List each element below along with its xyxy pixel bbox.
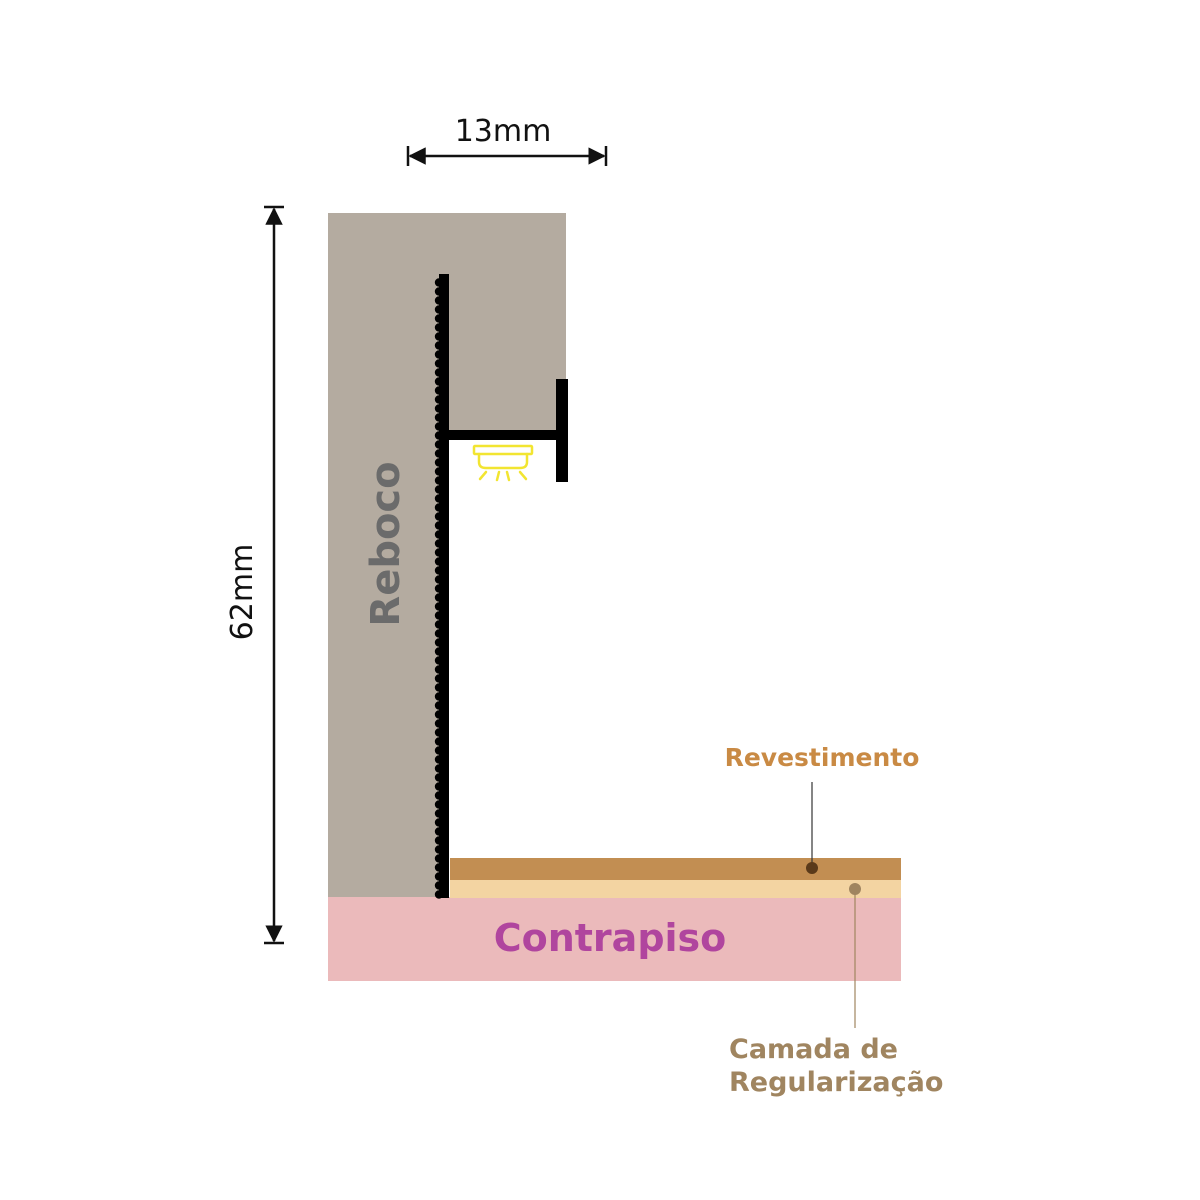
width-dimension: 13mm bbox=[406, 114, 608, 166]
width-dimension-label: 13mm bbox=[455, 114, 552, 149]
serration-tooth bbox=[434, 818, 444, 827]
serration-tooth bbox=[434, 863, 444, 872]
serration-tooth bbox=[434, 575, 444, 584]
serration-tooth bbox=[434, 764, 444, 773]
serration-tooth bbox=[434, 836, 444, 845]
serration-tooth bbox=[434, 800, 444, 809]
serration-tooth bbox=[434, 440, 444, 449]
regularizacao-label-line1: Camada de bbox=[729, 1034, 898, 1065]
serration-tooth bbox=[434, 377, 444, 386]
serration-tooth bbox=[434, 629, 444, 638]
serration-tooth bbox=[434, 305, 444, 314]
floor-layers bbox=[328, 858, 901, 981]
aluminium-profile bbox=[434, 274, 568, 899]
serration-tooth bbox=[434, 665, 444, 674]
serration-tooth bbox=[434, 728, 444, 737]
serration-tooth bbox=[434, 611, 444, 620]
revestimento-callout: Revestimento bbox=[725, 743, 920, 874]
serration-tooth bbox=[434, 791, 444, 800]
serration-tooth bbox=[434, 521, 444, 530]
regularizacao-layer bbox=[450, 879, 901, 898]
serration-tooth bbox=[434, 845, 444, 854]
serration-tooth bbox=[434, 746, 444, 755]
serration-tooth bbox=[434, 701, 444, 710]
profile-front-lip bbox=[556, 379, 568, 482]
serration-tooth bbox=[434, 386, 444, 395]
serration-tooth bbox=[434, 332, 444, 341]
serration-tooth bbox=[434, 449, 444, 458]
serration-tooth bbox=[434, 782, 444, 791]
serration-tooth bbox=[434, 557, 444, 566]
serration-tooth bbox=[434, 359, 444, 368]
serration-tooth bbox=[434, 737, 444, 746]
serration-tooth bbox=[434, 323, 444, 332]
serration-tooth bbox=[434, 692, 444, 701]
serration-tooth bbox=[434, 539, 444, 548]
serration-tooth bbox=[434, 467, 444, 476]
serration-tooth bbox=[434, 512, 444, 521]
serration-tooth bbox=[434, 602, 444, 611]
serration-tooth bbox=[434, 278, 444, 287]
serration-tooth bbox=[434, 404, 444, 413]
regularizacao-label-line2: Regularização bbox=[729, 1067, 943, 1098]
serration-tooth bbox=[434, 584, 444, 593]
serration-tooth bbox=[434, 647, 444, 656]
serration-tooth bbox=[434, 620, 444, 629]
led-light-icon bbox=[472, 444, 534, 482]
serration-tooth bbox=[434, 809, 444, 818]
serration-tooth bbox=[434, 755, 444, 764]
contrapiso-label: Contrapiso bbox=[494, 916, 727, 960]
serration-tooth bbox=[434, 494, 444, 503]
serration-tooth bbox=[434, 566, 444, 575]
height-dimension: 62mm bbox=[225, 205, 284, 945]
regularizacao-marker bbox=[849, 883, 861, 895]
revestimento-layer bbox=[450, 858, 901, 880]
regularizacao-callout: Camada de Regularização bbox=[729, 883, 943, 1098]
serration-tooth bbox=[434, 485, 444, 494]
serration-tooth bbox=[434, 530, 444, 539]
serration-tooth bbox=[434, 710, 444, 719]
serration-tooth bbox=[434, 773, 444, 782]
serration-tooth bbox=[434, 872, 444, 881]
serration-tooth bbox=[434, 854, 444, 863]
serration-tooth bbox=[434, 476, 444, 485]
reboco-label: Reboco bbox=[363, 461, 409, 626]
serration-tooth bbox=[434, 287, 444, 296]
height-dimension-label: 62mm bbox=[225, 544, 260, 641]
profile-back-plate bbox=[439, 274, 449, 898]
serration-tooth bbox=[434, 458, 444, 467]
serration-tooth bbox=[434, 395, 444, 404]
serration-tooth bbox=[434, 314, 444, 323]
serration-tooth bbox=[434, 503, 444, 512]
reboco-recess bbox=[448, 440, 568, 900]
serration-tooth bbox=[434, 548, 444, 557]
serration-tooth bbox=[434, 422, 444, 431]
revestimento-label: Revestimento bbox=[725, 743, 920, 772]
contrapiso-layer bbox=[328, 897, 901, 981]
serration-tooth bbox=[434, 719, 444, 728]
serration-tooth bbox=[434, 683, 444, 692]
serration-tooth bbox=[434, 656, 444, 665]
serration-tooth bbox=[434, 890, 444, 899]
serration-tooth bbox=[434, 368, 444, 377]
serration-tooth bbox=[434, 413, 444, 422]
serration-tooth bbox=[434, 341, 444, 350]
profile-arm bbox=[439, 430, 564, 440]
revestimento-marker bbox=[806, 862, 818, 874]
serration-tooth bbox=[434, 674, 444, 683]
serration-tooth bbox=[434, 593, 444, 602]
serration-tooth bbox=[434, 350, 444, 359]
serration-tooth bbox=[434, 827, 444, 836]
profile-serrated-edge bbox=[434, 278, 444, 899]
serration-tooth bbox=[434, 881, 444, 890]
serration-tooth bbox=[434, 296, 444, 305]
serration-tooth bbox=[434, 638, 444, 647]
